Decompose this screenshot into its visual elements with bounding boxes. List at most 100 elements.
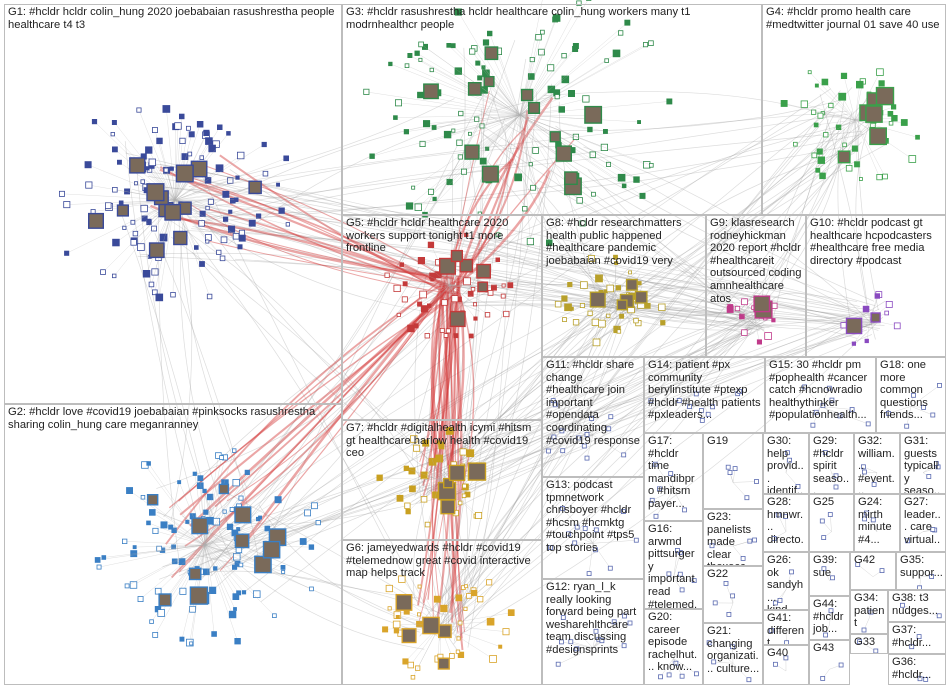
edge bbox=[814, 119, 856, 156]
node bbox=[576, 197, 583, 204]
node bbox=[403, 465, 410, 472]
edge bbox=[465, 140, 510, 295]
node bbox=[851, 145, 859, 152]
group-label: G40 bbox=[767, 647, 789, 659]
node bbox=[579, 220, 586, 227]
edge bbox=[425, 443, 441, 481]
avatar-node bbox=[634, 290, 648, 304]
edge bbox=[188, 98, 455, 187]
group-box-g33: G33 bbox=[850, 634, 888, 654]
avatar-node bbox=[188, 567, 202, 581]
node bbox=[171, 527, 177, 533]
node bbox=[560, 505, 565, 511]
edge bbox=[415, 284, 451, 326]
node bbox=[440, 604, 448, 613]
edge bbox=[519, 114, 576, 138]
node bbox=[112, 186, 118, 193]
group-box-g28: G28: hmnwr... directo... #hcldr... bbox=[763, 494, 809, 552]
edge-strong bbox=[431, 277, 456, 628]
avatar-node bbox=[753, 295, 771, 313]
edge bbox=[754, 319, 760, 343]
avatar-node bbox=[584, 105, 603, 124]
edge bbox=[618, 150, 828, 296]
node bbox=[169, 166, 174, 171]
node bbox=[185, 519, 190, 524]
node bbox=[193, 245, 199, 250]
node bbox=[376, 474, 383, 481]
edge bbox=[519, 42, 652, 116]
node bbox=[593, 527, 599, 533]
edge bbox=[205, 221, 452, 479]
edge bbox=[457, 293, 618, 464]
edge bbox=[227, 94, 562, 245]
node bbox=[548, 545, 553, 550]
node bbox=[446, 178, 453, 186]
edge bbox=[627, 276, 864, 331]
edge bbox=[174, 168, 220, 201]
node bbox=[130, 239, 137, 246]
edge bbox=[447, 114, 521, 135]
edge bbox=[519, 114, 531, 242]
edge bbox=[449, 284, 507, 315]
node bbox=[238, 562, 244, 568]
group-label: G6: jameyedwards #hcldr #covid19 #teleme… bbox=[346, 542, 534, 580]
edge-strong bbox=[149, 204, 455, 280]
group-label: G35: suppor... bbox=[900, 554, 943, 579]
group-box-g34: G34: patient expe... bbox=[850, 590, 888, 634]
edge bbox=[419, 294, 605, 504]
node bbox=[216, 249, 222, 255]
node bbox=[572, 133, 580, 140]
node bbox=[615, 285, 621, 291]
edge bbox=[830, 105, 856, 121]
edge bbox=[174, 126, 176, 201]
edge bbox=[192, 191, 617, 297]
edge bbox=[449, 284, 476, 305]
edge bbox=[593, 300, 747, 319]
edge bbox=[204, 544, 213, 591]
edge bbox=[519, 114, 652, 166]
node bbox=[215, 164, 224, 173]
node bbox=[802, 384, 807, 390]
edge bbox=[461, 301, 869, 328]
edge bbox=[204, 450, 235, 546]
node bbox=[162, 105, 171, 113]
avatar-node bbox=[443, 477, 454, 489]
avatar-node bbox=[395, 594, 413, 611]
node bbox=[473, 316, 478, 321]
edge bbox=[596, 299, 616, 343]
edge bbox=[174, 544, 206, 562]
node bbox=[558, 106, 566, 113]
node bbox=[419, 290, 427, 299]
node bbox=[582, 526, 588, 531]
edge bbox=[182, 515, 420, 633]
node bbox=[462, 483, 467, 489]
edge bbox=[168, 266, 435, 549]
edge bbox=[431, 484, 467, 630]
edge bbox=[804, 103, 856, 121]
avatar-node bbox=[189, 586, 209, 605]
edge bbox=[133, 544, 206, 554]
node bbox=[461, 493, 467, 498]
node bbox=[572, 319, 580, 326]
node bbox=[817, 112, 824, 119]
edge bbox=[455, 285, 885, 326]
node bbox=[608, 414, 614, 420]
node bbox=[228, 610, 237, 619]
node bbox=[589, 151, 596, 158]
node bbox=[405, 202, 414, 210]
group-label: G44: #hcldr job... bbox=[813, 598, 847, 636]
edge bbox=[481, 114, 521, 127]
node bbox=[206, 293, 213, 300]
avatar-node bbox=[484, 46, 499, 61]
edge bbox=[854, 119, 886, 177]
node bbox=[546, 239, 553, 246]
edge bbox=[483, 67, 521, 116]
node bbox=[564, 303, 572, 312]
node bbox=[600, 143, 609, 151]
edge bbox=[432, 278, 451, 286]
group-label: G12: ryan_l_k really looking forward bei… bbox=[546, 581, 640, 656]
edge bbox=[204, 544, 257, 595]
edge bbox=[454, 322, 876, 496]
avatar-node bbox=[870, 312, 881, 323]
node bbox=[589, 416, 594, 421]
